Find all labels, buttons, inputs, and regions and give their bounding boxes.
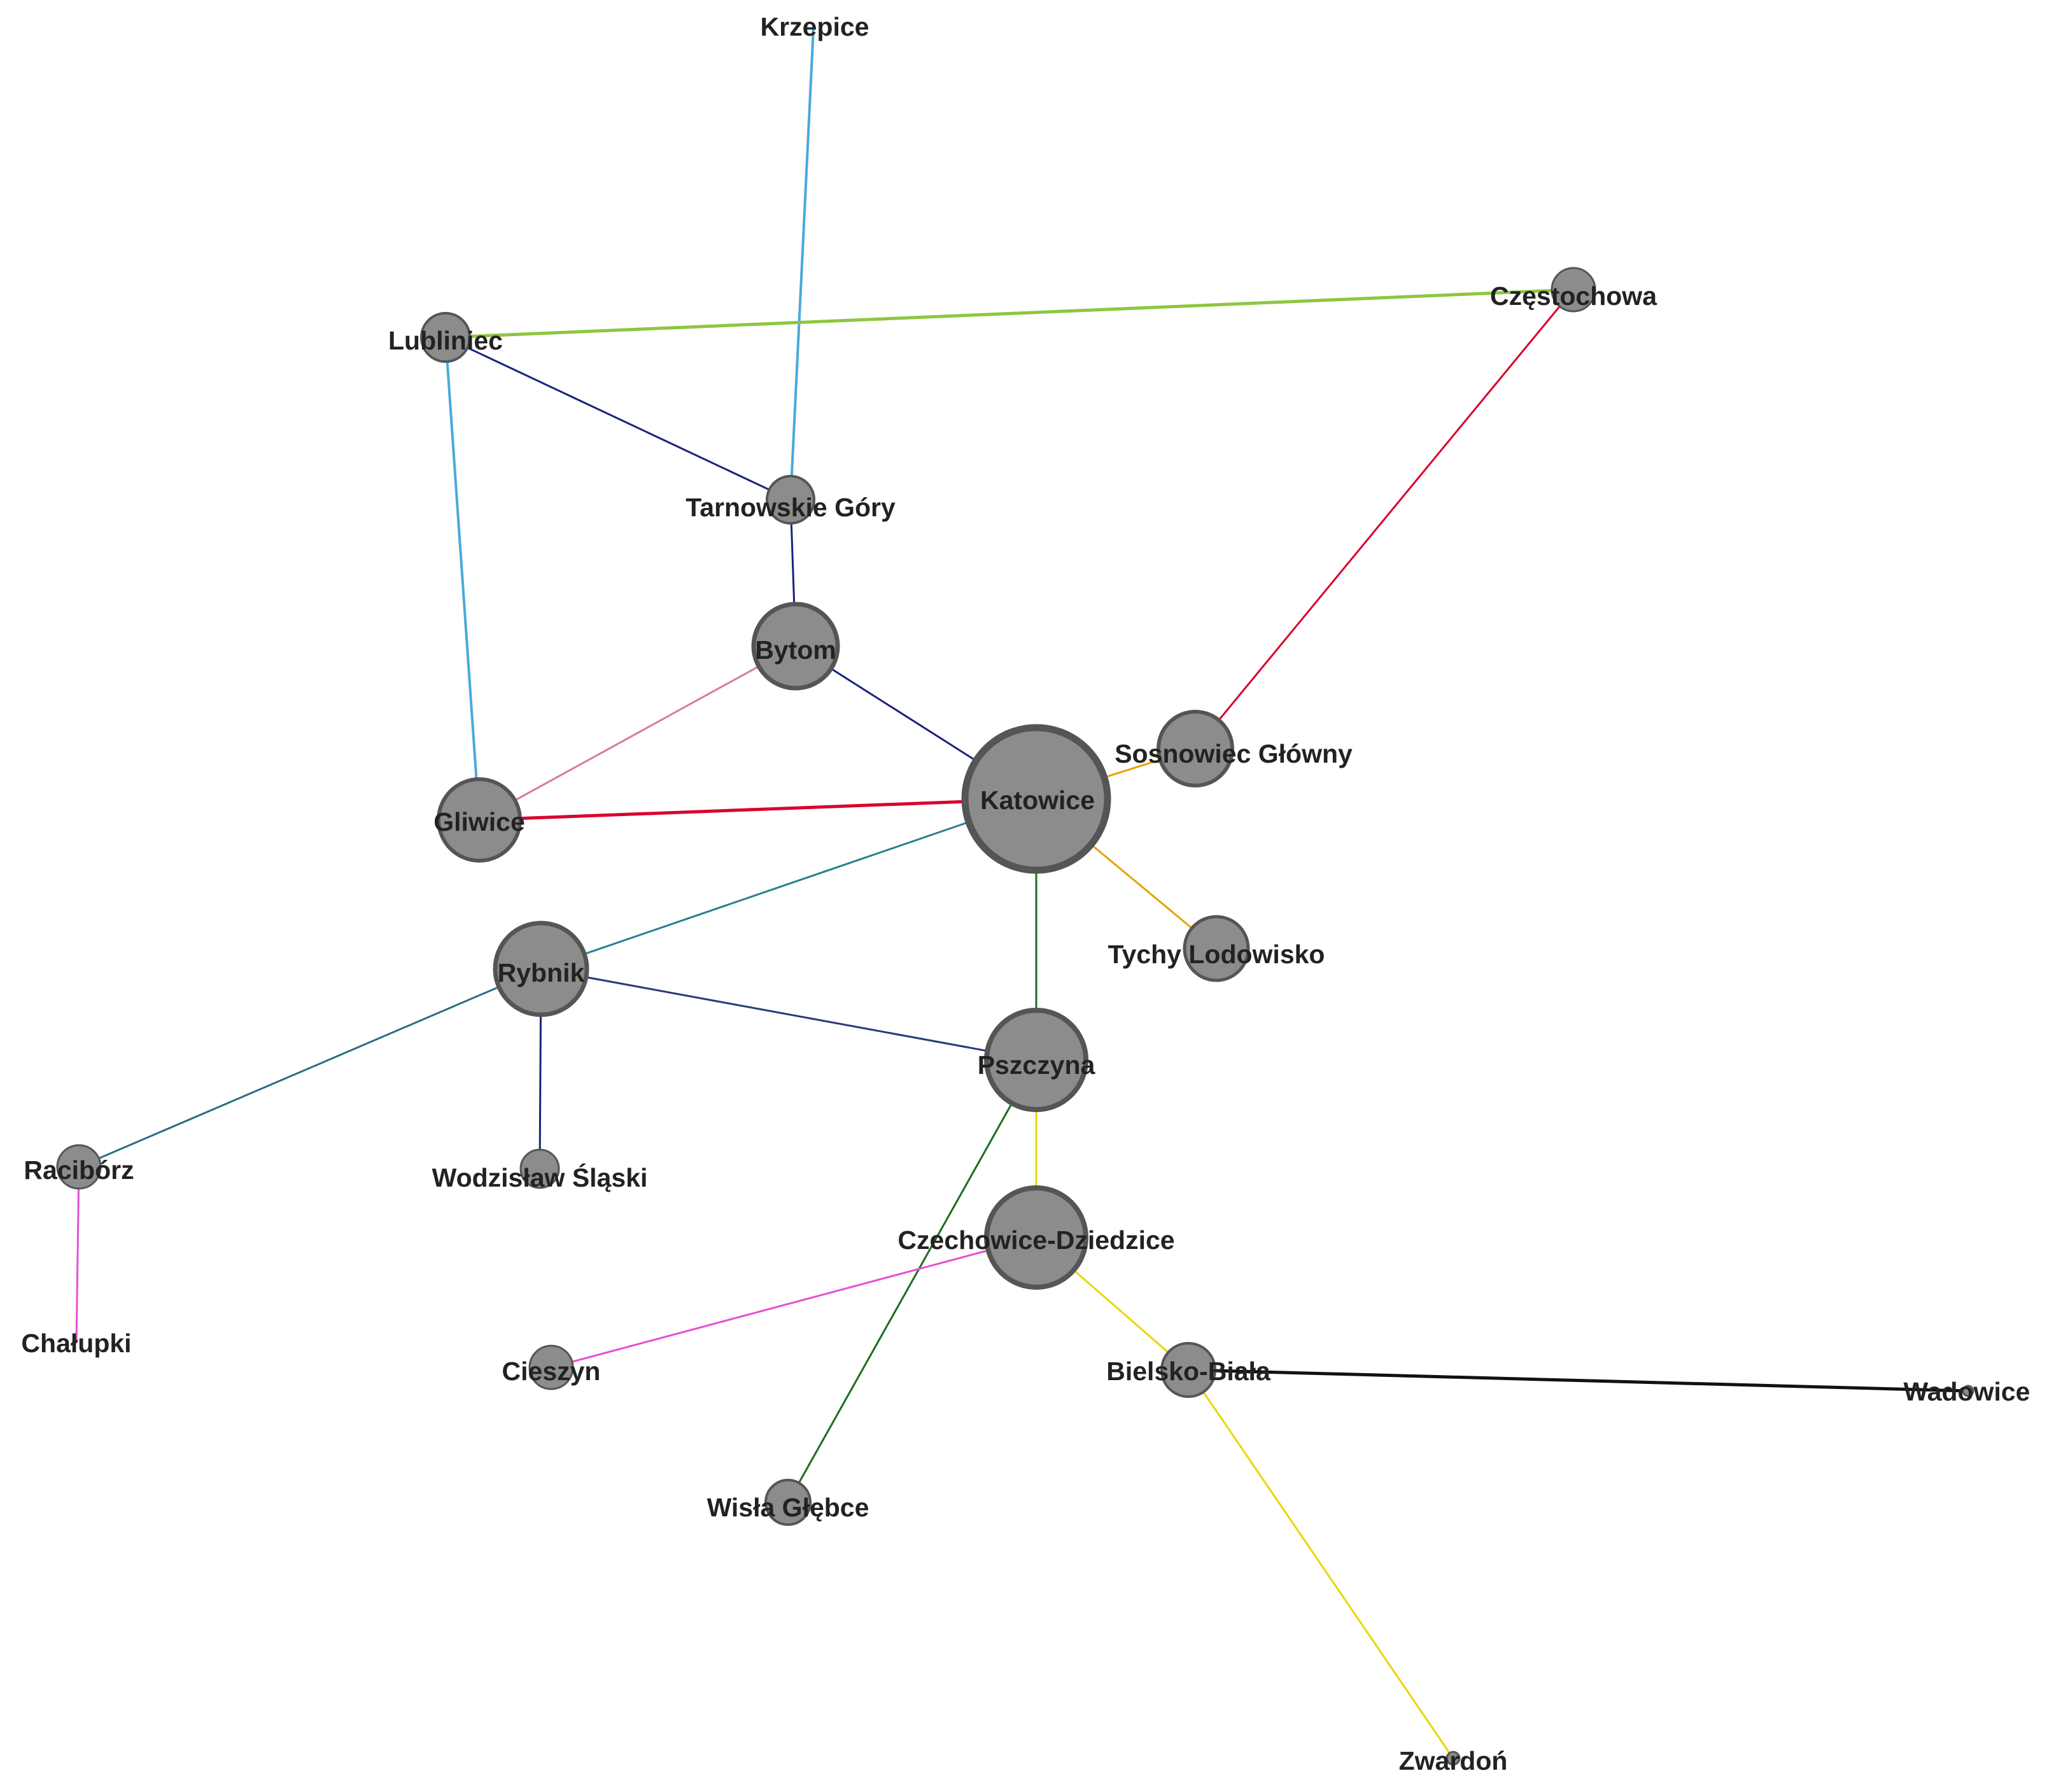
node-label-katowice: Katowice bbox=[980, 786, 1095, 815]
edge-bielsko-zwardon bbox=[1187, 1369, 1454, 1759]
edge-czestochowa-sosnowiec bbox=[1194, 289, 1575, 749]
edge-lubliniec-czestochowa bbox=[445, 288, 1574, 339]
node-cieszyn[interactable] bbox=[528, 1344, 574, 1390]
edge-bytom-gliwice bbox=[479, 645, 796, 821]
node-czestochowa[interactable] bbox=[1551, 267, 1596, 313]
nodes-layer bbox=[56, 267, 1974, 1766]
node-label-wodzislaw: Wodzisław Śląski bbox=[432, 1163, 648, 1192]
node-wisla[interactable] bbox=[764, 1479, 812, 1526]
node-raciborz[interactable] bbox=[56, 1144, 102, 1190]
edge-raciborz-chalupki bbox=[75, 1166, 80, 1344]
node-label-wisla: Wisła Głębce bbox=[707, 1493, 869, 1522]
node-label-krzepice: Krzepice bbox=[761, 12, 869, 41]
node-rybnik[interactable] bbox=[493, 921, 589, 1017]
node-label-raciborz: Racibórz bbox=[24, 1155, 134, 1185]
node-label-gliwice: Gliwice bbox=[433, 807, 525, 836]
edge-lubliniec-gliwice bbox=[444, 337, 481, 821]
edge-gliwice-katowice bbox=[479, 797, 1037, 822]
node-katowice[interactable] bbox=[961, 724, 1111, 874]
node-bytom[interactable] bbox=[751, 602, 840, 691]
edge-bielsko-wadowice bbox=[1188, 1368, 1969, 1393]
edge-pszczyna-wisla bbox=[787, 1059, 1038, 1503]
node-label-tychy: Tychy Lodowisko bbox=[1108, 940, 1325, 969]
edges-layer bbox=[75, 27, 1969, 1759]
node-label-czechowice: Czechowice-Dziedzice bbox=[897, 1225, 1174, 1255]
node-wodzislaw[interactable] bbox=[519, 1148, 560, 1189]
node-bielsko[interactable] bbox=[1160, 1342, 1216, 1398]
edge-rybnik-pszczyna bbox=[540, 968, 1037, 1061]
node-label-bytom: Bytom bbox=[755, 635, 836, 665]
node-label-cieszyn: Cieszyn bbox=[502, 1357, 601, 1386]
node-label-pszczyna: Pszczyna bbox=[978, 1050, 1096, 1080]
edge-katowice-rybnik bbox=[540, 798, 1037, 970]
node-label-bielsko: Bielsko-Biała bbox=[1106, 1357, 1271, 1386]
edge-krzepice-tarnowskie bbox=[789, 27, 815, 500]
node-label-chalupki: Chałupki bbox=[21, 1329, 131, 1358]
node-pszczyna[interactable] bbox=[984, 1008, 1088, 1112]
edge-czechowice-cieszyn bbox=[551, 1236, 1037, 1369]
node-label-zwardon: Zwardoń bbox=[1399, 1746, 1508, 1775]
edge-lubliniec-tarnowskie bbox=[445, 336, 791, 501]
node-lubliniec[interactable] bbox=[420, 312, 471, 363]
edge-rybnik-raciborz bbox=[78, 968, 542, 1168]
node-tarnowskie[interactable] bbox=[766, 475, 815, 525]
node-label-wadowice: Wadowice bbox=[1904, 1377, 2030, 1406]
node-label-lubliniec: Lubliniec bbox=[388, 326, 503, 355]
node-label-rybnik: Rybnik bbox=[498, 958, 585, 987]
node-label-tarnowskie: Tarnowskie Góry bbox=[686, 493, 896, 522]
node-label-sosnowiec: Sosnowiec Główny bbox=[1115, 739, 1353, 768]
node-zwardon[interactable] bbox=[1446, 1751, 1461, 1766]
node-tychy[interactable] bbox=[1183, 915, 1250, 982]
node-sosnowiec[interactable] bbox=[1157, 710, 1234, 787]
node-czechowice[interactable] bbox=[984, 1185, 1088, 1290]
node-wadowice[interactable] bbox=[1962, 1385, 1974, 1397]
node-gliwice[interactable] bbox=[437, 777, 522, 863]
node-label-czestochowa: Częstochowa bbox=[1490, 281, 1657, 311]
